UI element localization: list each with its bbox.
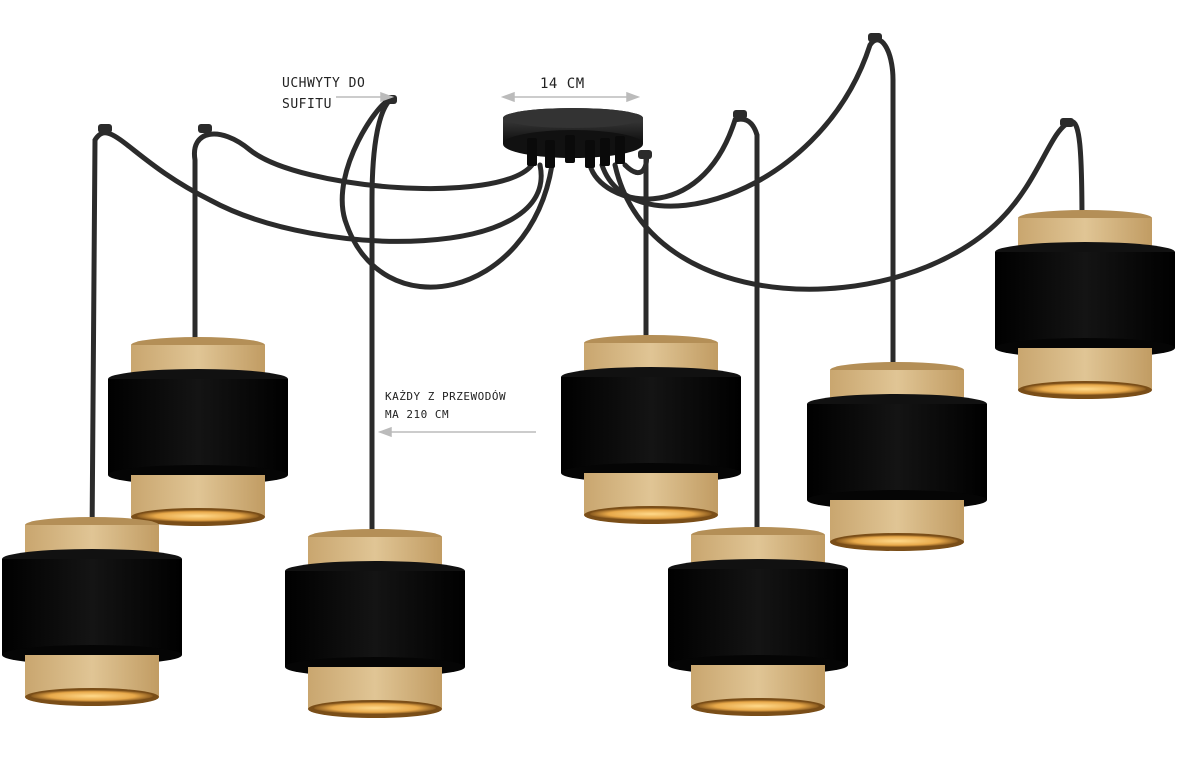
lamp-shade	[561, 335, 741, 524]
cable-1	[192, 131, 535, 363]
lamp-shade	[2, 517, 182, 706]
mount-clip	[868, 33, 882, 42]
mounts-label-line1: UCHWYTY DO	[282, 76, 366, 91]
mount-clip	[1060, 118, 1074, 127]
cable-5	[599, 37, 896, 383]
lamp-shade	[285, 529, 465, 718]
mount-clip	[733, 110, 747, 119]
mount-clip	[638, 150, 652, 159]
lamp-shades	[2, 210, 1175, 718]
cable-2	[89, 130, 544, 543]
mount-clip	[98, 124, 112, 133]
lamp-shade	[108, 337, 288, 526]
dimension-arrows	[336, 91, 641, 438]
cable-6	[612, 119, 1085, 292]
mount-clip	[198, 124, 212, 133]
canopy-width-label: 14 CM	[540, 76, 585, 92]
lamp-shade	[995, 210, 1175, 399]
lamp-shade	[668, 527, 848, 716]
cable-7	[622, 154, 649, 353]
mounts-label-line2: SUFITU	[282, 97, 332, 112]
cable-3	[339, 97, 555, 553]
lamp-shade	[807, 362, 987, 551]
cable-length-label-line2: MA 210 CM	[385, 408, 450, 421]
cable-4	[587, 116, 760, 548]
cable-length-label-line1: KAŻDY Z PRZEWODÓW	[385, 390, 507, 403]
cables	[89, 37, 1085, 553]
ceiling-canopy	[503, 108, 643, 168]
